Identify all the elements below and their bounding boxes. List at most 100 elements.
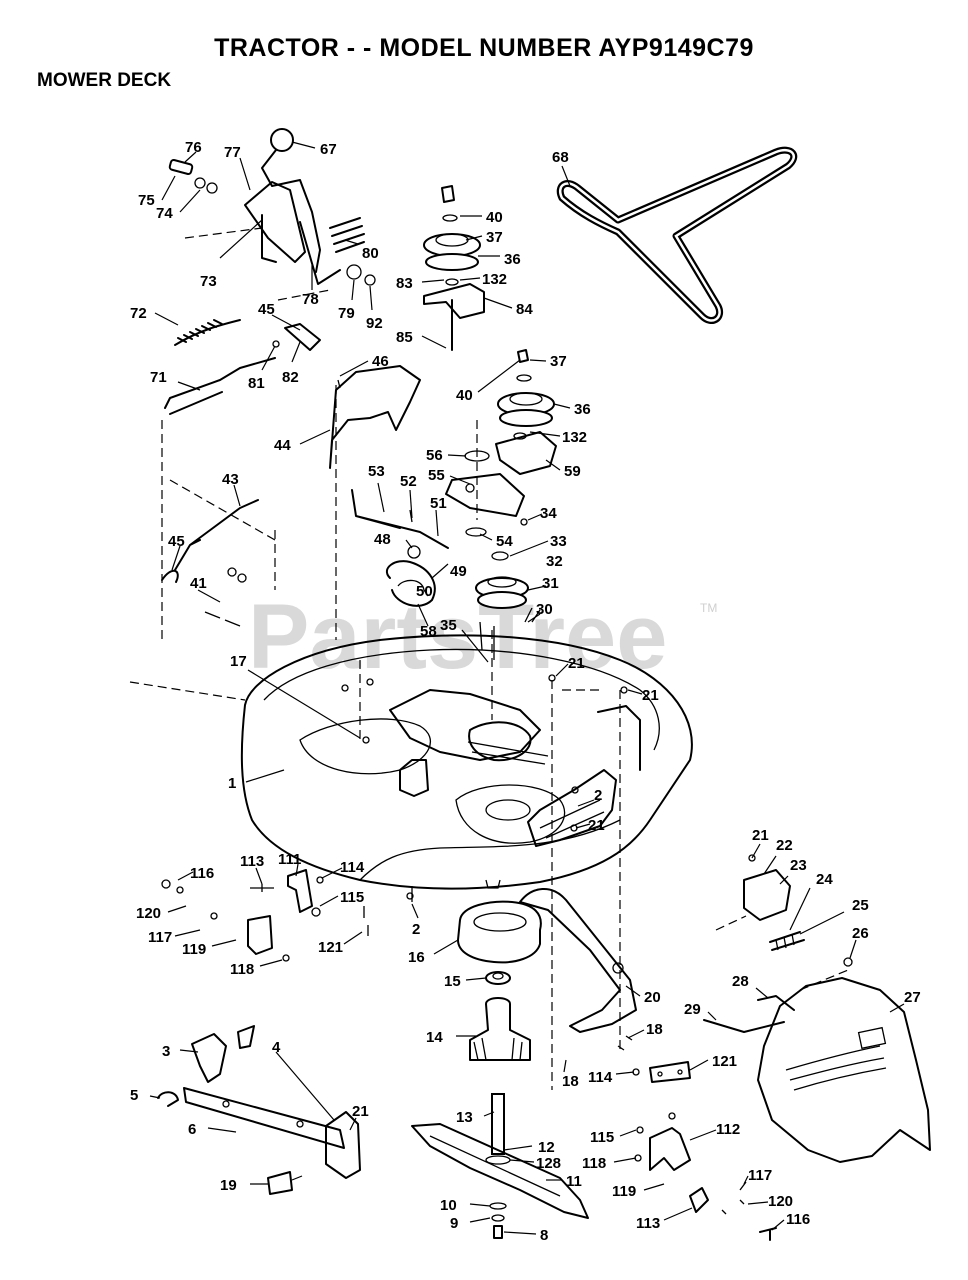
lift-lever: [261, 149, 321, 273]
callout: 115: [340, 889, 364, 906]
callout: 4: [272, 1039, 281, 1056]
callout: 2: [412, 921, 420, 938]
deck-spindle-mount: [468, 721, 532, 762]
callout: 27: [904, 989, 921, 1006]
blade-housing-center: [455, 784, 566, 844]
nut: [364, 274, 376, 286]
hanger-bracket-right: [634, 1112, 777, 1241]
deck-front-guard: [527, 769, 617, 847]
callout: 121: [318, 939, 343, 956]
callout: 5: [130, 1087, 138, 1104]
callout: 117: [148, 929, 172, 946]
callout: 40: [486, 209, 503, 226]
callout: 33: [550, 533, 567, 550]
callout: 72: [130, 305, 147, 322]
leader-lines: [149, 141, 905, 1235]
callout: 111: [278, 851, 301, 868]
callout: 3: [162, 1043, 170, 1060]
drive-belt: [556, 146, 798, 324]
callout: 45: [258, 301, 275, 318]
callout: 81: [248, 375, 265, 392]
callout: 20: [644, 989, 661, 1006]
callout: 55: [428, 467, 445, 484]
callout: 25: [852, 897, 869, 914]
callout: 37: [486, 229, 503, 246]
support-bracket: [191, 1033, 227, 1083]
lift-rod: [164, 357, 276, 415]
callout: 82: [282, 369, 299, 386]
callout: 51: [430, 495, 447, 512]
callout: 29: [684, 1001, 701, 1018]
lever-knob: [270, 128, 294, 152]
idler-arm-assembly: [329, 365, 528, 640]
callout: 17: [230, 653, 247, 670]
callout: 11: [566, 1173, 582, 1190]
callout: 1: [228, 775, 236, 792]
callout: 67: [320, 141, 337, 158]
callout: 31: [542, 575, 559, 592]
washer: [194, 177, 206, 189]
callout: 53: [368, 463, 385, 480]
front-hanger-arm: [519, 888, 691, 1083]
blade-housing-left: [299, 718, 432, 775]
callout: 28: [732, 973, 749, 990]
callout: 18: [562, 1073, 579, 1090]
callout: 77: [224, 144, 241, 161]
nut: [441, 185, 455, 203]
callout: 52: [400, 473, 417, 490]
discharge-chute: [757, 977, 931, 1163]
callout: 114: [588, 1069, 613, 1086]
callout: 21: [352, 1103, 369, 1120]
idler-spring: [385, 560, 436, 607]
callout: 15: [444, 973, 461, 990]
callout: 13: [456, 1109, 473, 1126]
callout: 114: [340, 859, 365, 876]
callout: 32: [546, 553, 563, 570]
callout: 8: [540, 1227, 548, 1244]
callout: 59: [564, 463, 581, 480]
callout: 117: [748, 1167, 772, 1184]
callout: 119: [612, 1183, 636, 1200]
callout: 21: [752, 827, 769, 844]
discharge-chute-assembly: [703, 854, 931, 1163]
callout: 36: [504, 251, 521, 268]
callout: 48: [374, 531, 391, 548]
watermark-trademark: TM: [700, 601, 717, 615]
callout: 49: [450, 563, 467, 580]
callout: 79: [338, 305, 355, 322]
callout: 30: [536, 601, 553, 618]
callout: 92: [366, 315, 383, 332]
callout: 85: [396, 329, 413, 346]
callout: 37: [550, 353, 567, 370]
callout: 113: [240, 853, 264, 870]
blade-bolt: [493, 1225, 503, 1239]
callout: 16: [408, 949, 425, 966]
callout: 24: [816, 871, 833, 888]
spindle-housing: [469, 997, 531, 1061]
callout: 74: [156, 205, 173, 222]
callout: 54: [496, 533, 513, 550]
callout: 120: [136, 905, 161, 922]
callout: 83: [396, 275, 413, 292]
callout: 41: [190, 575, 207, 592]
callout: 45: [168, 533, 185, 550]
watermark-text: PartsTree: [248, 586, 667, 688]
belt-guard: [423, 283, 485, 319]
rear-hanger: [325, 1111, 361, 1179]
callout: 19: [220, 1177, 237, 1194]
callout: 128: [536, 1155, 561, 1172]
callout: 78: [302, 291, 319, 308]
adjust-spring: [329, 217, 365, 253]
mower-deck-housing: [129, 634, 693, 890]
callout: 75: [138, 192, 155, 209]
callout: 21: [642, 687, 659, 704]
adjust-link: [174, 499, 259, 571]
callout: 116: [190, 865, 214, 882]
callout: 76: [185, 139, 202, 156]
callout: 14: [426, 1029, 443, 1046]
callout: 26: [852, 925, 869, 942]
callout: 132: [482, 271, 507, 288]
chute-hinge: [743, 869, 791, 921]
idler-arm-lever: [351, 489, 449, 549]
